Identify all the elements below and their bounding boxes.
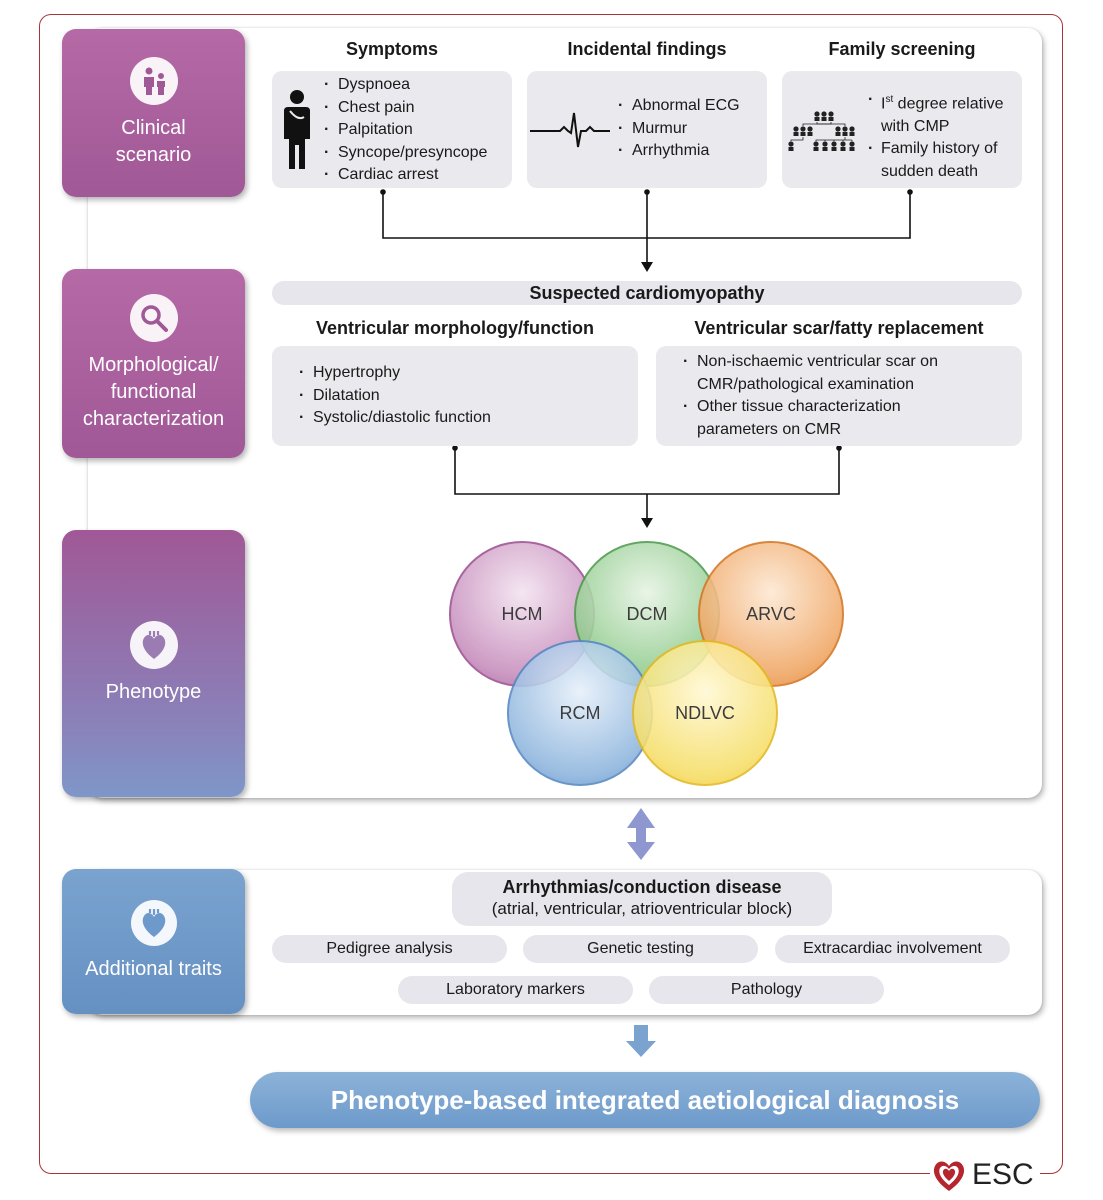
- family-item: · Family history of: [868, 140, 998, 158]
- ventricular-scar-list: Non-ischaemic ventricular scar on CMR/pa…: [681, 351, 981, 441]
- magnifier-icon: [129, 294, 178, 342]
- phenotype-rcm: RCM: [507, 640, 653, 786]
- incidental-item: Abnormal ECG: [616, 95, 740, 118]
- family-item-text: degree relative: [893, 95, 1004, 113]
- morphology-item: Systolic/diastolic function: [297, 407, 491, 430]
- morphology-item: Hypertrophy: [297, 362, 491, 385]
- scar-item: Other tissue characterization parameters…: [681, 396, 981, 441]
- ventricular-morphology-box: Hypertrophy Dilatation Systolic/diastoli…: [272, 346, 638, 446]
- family-item-text: Family history of: [881, 140, 998, 158]
- ventricular-morphology-list: Hypertrophy Dilatation Systolic/diastoli…: [297, 362, 491, 430]
- family-screening-box: · Ist degree relative with CMP · Family …: [782, 71, 1022, 188]
- symptom-item: Syncope/presyncope: [322, 142, 487, 165]
- final-diagnosis-banner: Phenotype-based integrated aetiological …: [250, 1072, 1040, 1128]
- phenotype-tile: Phenotype: [62, 530, 245, 797]
- suspected-cardiomyopathy-pill: Suspected cardiomyopathy: [272, 281, 1022, 305]
- morphology-item: Dilatation: [297, 385, 491, 408]
- symptoms-list: Dyspnoea Chest pain Palpitation Syncope/…: [322, 74, 487, 187]
- esc-heart-icon: [933, 1161, 965, 1191]
- symptom-item: Chest pain: [322, 97, 487, 120]
- symptoms-box: Dyspnoea Chest pain Palpitation Syncope/…: [272, 71, 512, 188]
- symptoms-heading: Symptoms: [345, 39, 439, 59]
- esc-logo-text: ESC: [972, 1158, 1034, 1191]
- ventricular-scar-box: Non-ischaemic ventricular scar on CMR/pa…: [656, 346, 1022, 446]
- family-item: · Ist degree relative: [868, 91, 1004, 113]
- family-list: · Ist degree relative with CMP · Family …: [867, 89, 1004, 183]
- incidental-item: Murmur: [616, 118, 740, 141]
- family-item-sup: st: [885, 94, 894, 105]
- outer-frame: [39, 14, 1063, 1174]
- extracardiac-involvement-pill: Extracardiac involvement: [775, 935, 1010, 963]
- family-item-text: I: [881, 95, 886, 113]
- phenotype-ndlvc: NDLVC: [632, 640, 778, 786]
- arrhythmias-subtitle: (atrial, ventricular, atrioventricular b…: [491, 899, 793, 918]
- heart-icon: [130, 900, 177, 946]
- ventricular-scar-heading: Ventricular scar/fatty replacement: [694, 318, 984, 338]
- genetic-testing-pill: Genetic testing: [523, 935, 758, 963]
- morphological-label: Morphological/ functional characterizati…: [82, 354, 225, 430]
- arrhythmias-pill: Arrhythmias/conduction disease (atrial, …: [452, 872, 832, 926]
- person-chest-pain-icon: [280, 89, 314, 176]
- incidental-list: Abnormal ECG Murmur Arrhythmia: [616, 95, 740, 163]
- esc-logo: ESC: [930, 1155, 1040, 1195]
- symptom-item: Palpitation: [322, 119, 487, 142]
- additional-traits-label: Additional traits: [85, 958, 222, 980]
- incidental-findings-box: Abnormal ECG Murmur Arrhythmia: [527, 71, 767, 188]
- additional-traits-tile: Additional traits: [62, 869, 245, 1014]
- arrhythmias-title: Arrhythmias/conduction disease: [502, 877, 782, 897]
- pedigree-analysis-pill: Pedigree analysis: [272, 935, 507, 963]
- phenotype-label: Phenotype: [105, 681, 202, 703]
- pathology-pill: Pathology: [649, 976, 884, 1004]
- symptom-item: Cardiac arrest: [322, 164, 487, 187]
- ecg-trace-icon: [530, 109, 610, 156]
- laboratory-markers-pill: Laboratory markers: [398, 976, 633, 1004]
- heart-icon: [129, 621, 178, 669]
- family-item-line: with CMP: [881, 117, 950, 135]
- morphological-tile: Morphological/ functional characterizati…: [62, 269, 245, 458]
- family-pedigree-icon: [786, 109, 862, 158]
- incidental-item: Arrhythmia: [616, 140, 740, 163]
- incidental-findings-heading: Incidental findings: [567, 39, 727, 59]
- clinical-scenario-tile: Clinical scenario: [62, 29, 245, 197]
- family-screening-heading: Family screening: [828, 39, 976, 59]
- doctor-patient-icon: [129, 57, 178, 105]
- scar-item: Non-ischaemic ventricular scar on CMR/pa…: [681, 351, 981, 396]
- ventricular-morphology-heading: Ventricular morphology/function: [315, 318, 594, 338]
- family-item-line: sudden death: [881, 162, 978, 180]
- symptom-item: Dyspnoea: [322, 74, 487, 97]
- clinical-scenario-label: Clinical scenario: [115, 117, 192, 166]
